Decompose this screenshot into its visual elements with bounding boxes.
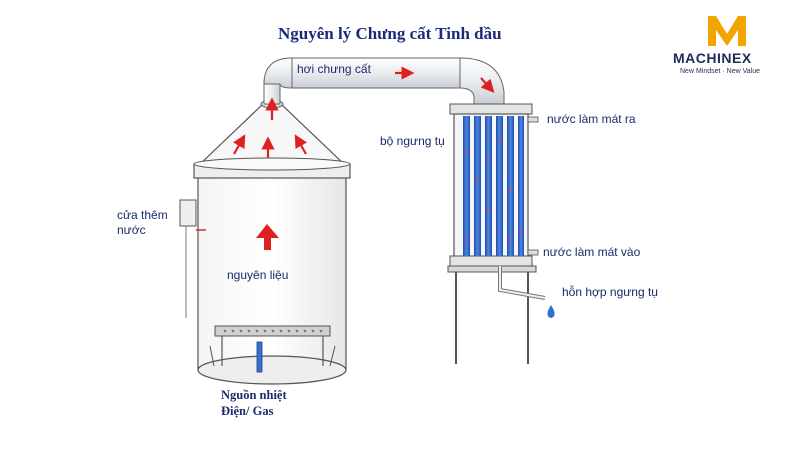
label-steam: hơi chưng cất bbox=[297, 62, 371, 76]
label-heat-line2: Điện/ Gas bbox=[221, 404, 274, 418]
water-drop-icon bbox=[547, 305, 555, 318]
flow-arrow-icon bbox=[480, 77, 495, 93]
machinex-m-logo bbox=[708, 16, 746, 46]
label-cooling-out: nước làm mát ra bbox=[547, 112, 636, 126]
label-mixture: hỗn hợp ngưng tụ bbox=[562, 285, 658, 299]
label-water-inlet-line2: nước bbox=[117, 223, 146, 237]
steam-pipe bbox=[263, 57, 505, 105]
material-arrow-icon bbox=[256, 224, 279, 250]
logo-name: MACHINEX bbox=[673, 50, 752, 66]
flow-arrow-icon bbox=[294, 134, 308, 155]
condenser-tubes bbox=[463, 116, 524, 256]
distillation-tank bbox=[179, 99, 351, 385]
label-material: nguyên liệu bbox=[227, 268, 289, 282]
logo-tagline: New Mindset · New Value bbox=[680, 68, 761, 75]
label-condenser: bộ ngưng tụ bbox=[380, 134, 445, 148]
label-cooling-in: nước làm mát vào bbox=[543, 245, 641, 259]
flow-arrow-icon bbox=[232, 134, 246, 155]
heating-element bbox=[256, 341, 263, 373]
perforated-plate bbox=[223, 329, 323, 333]
water-inlet-box bbox=[179, 199, 197, 227]
flow-arrows bbox=[232, 66, 495, 158]
label-water-inlet-line1: cửa thêm bbox=[117, 208, 168, 222]
label-heat-line1: Nguồn nhiệt bbox=[221, 388, 287, 402]
tank-body bbox=[197, 175, 347, 371]
diagram-title: Nguyên lý Chưng cất Tinh dầu bbox=[278, 24, 502, 43]
condenser bbox=[447, 103, 546, 364]
